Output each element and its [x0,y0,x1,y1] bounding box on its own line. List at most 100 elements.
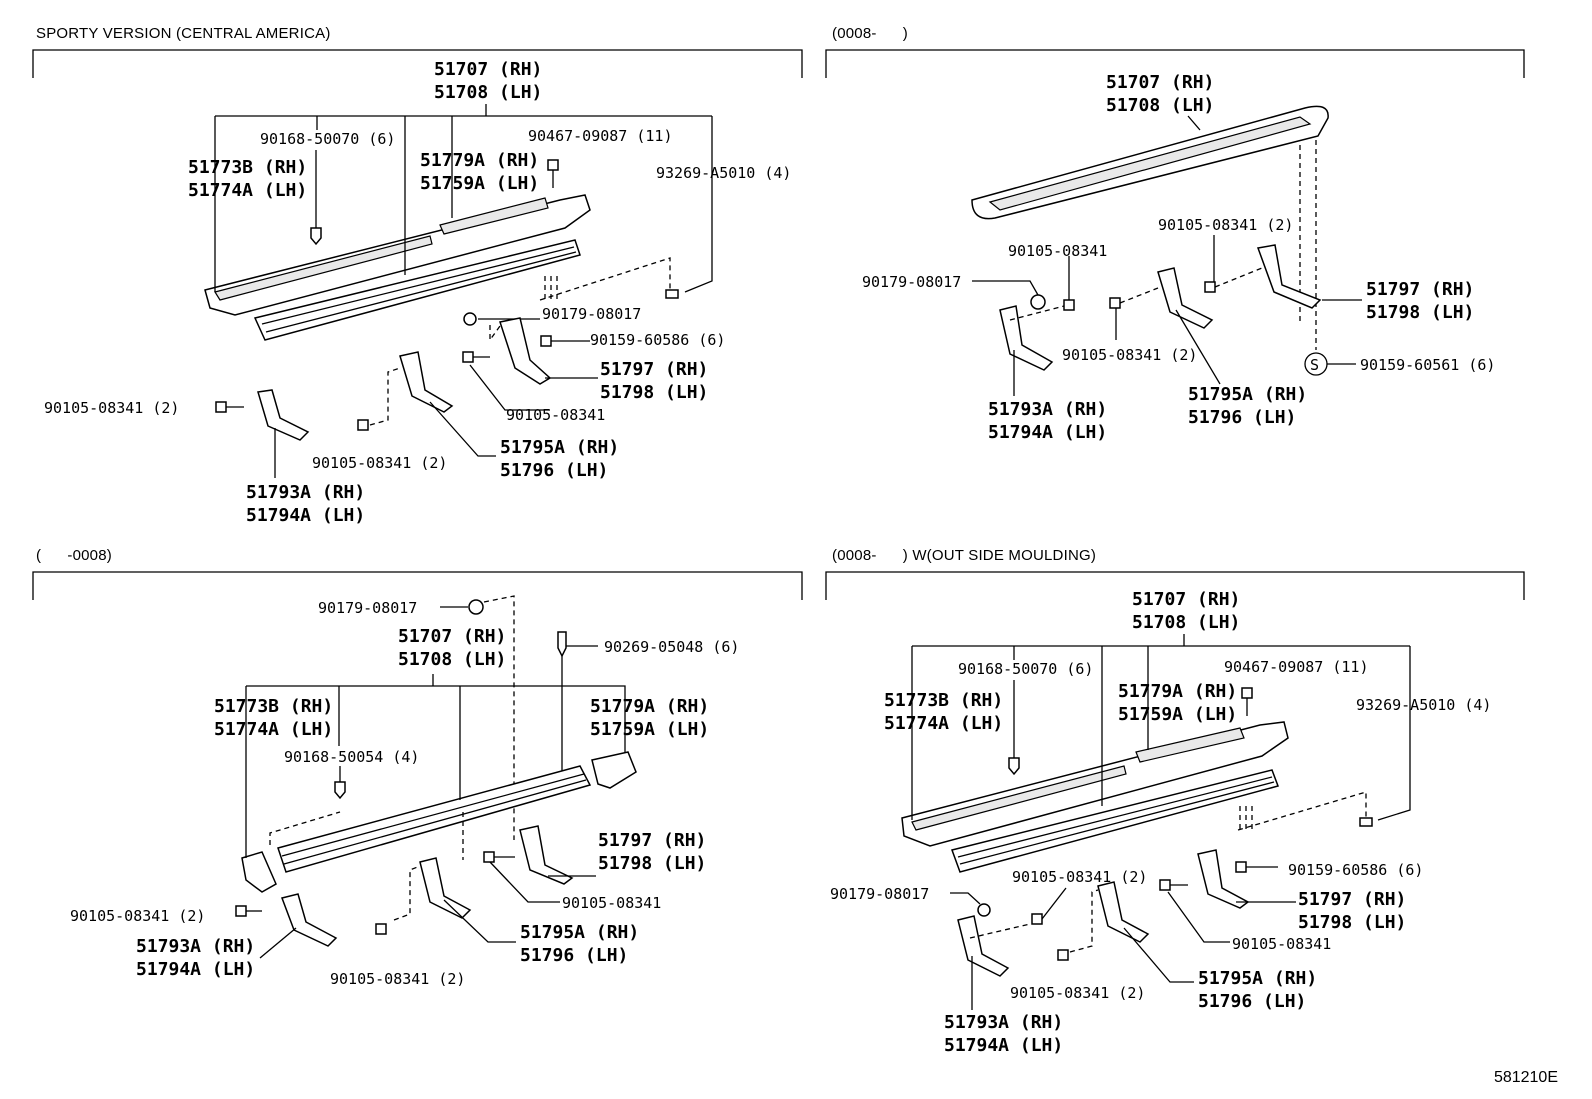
bolt-icon-3 [1063,299,1075,311]
step-trim [951,769,1279,873]
label-90105-08341-2a: 90105-08341 (2) [1012,868,1147,886]
label-main-lh: 51708 (LH) [434,82,542,103]
label-90168-50070: 90168-50070 (6) [958,660,1093,678]
bolt-icon [1204,281,1216,293]
label-90105-08341-2a: 90105-08341 (2) [1158,216,1293,234]
label-51795a: 51795A (RH) [520,922,639,943]
bolt-icon-4 [357,419,369,431]
label-90159-60561: 90159-60561 (6) [1360,356,1495,374]
label-51779a: 51779A (RH) [420,150,539,171]
label-90105-08341: 90105-08341 [1232,935,1331,953]
label-51773b: 51773B (RH) [188,157,307,178]
panel-title-0008-from: (0008- ) [832,25,908,42]
bolt-icon [665,289,679,299]
panel-2-drawing [971,105,1362,396]
label-90168-50070: 90168-50070 (6) [260,130,395,148]
screw-icon [547,159,559,171]
label-90105-08341-2b: 90105-08341 (2) [1062,346,1197,364]
label-main-rh: 51707 (RH) [398,626,506,647]
label-51795a: 51795A (RH) [500,437,619,458]
panel-frames [32,49,1525,600]
label-51796: 51796 (LH) [520,945,628,966]
label-51795a: 51795A (RH) [1198,968,1317,989]
screw-icon [557,631,567,658]
label-90269-05048: 90269-05048 (6) [604,638,739,656]
label-51795a: 51795A (RH) [1188,384,1307,405]
nut-icon [1030,294,1046,310]
label-51773b: 51773B (RH) [214,696,333,717]
label-main-rh: 51707 (RH) [434,59,542,80]
label-51798: 51798 (LH) [1298,912,1406,933]
bolt-icon-2 [1109,297,1121,309]
label-51798: 51798 (LH) [600,382,708,403]
figure-code: 581210E [1493,1069,1558,1086]
bracket-51797 [499,317,552,385]
bracket-51797 [1197,849,1250,909]
label-90105-08341: 90105-08341 [506,406,605,424]
label-93269-a5010: 93269-A5010 (4) [656,164,791,182]
label-90159-60586: 90159-60586 (6) [590,331,725,349]
label-90179-08017: 90179-08017 [830,885,929,903]
label-93269-a5010: 93269-A5010 (4) [1356,696,1491,714]
clip-icon [1008,757,1020,776]
label-90105-08341: 90105-08341 [562,894,661,912]
bolt-icon-3 [462,351,474,363]
label-90105-08341-2b: 90105-08341 (2) [1010,984,1145,1002]
bolt-icon-2 [540,335,552,347]
panel-title-0008-to: ( -0008) [36,547,112,564]
label-51759a: 51759A (LH) [1118,704,1237,725]
running-board [204,194,591,316]
panel-1-drawing [204,104,713,478]
label-90159-60586: 90159-60586 (6) [1288,861,1423,879]
running-board [277,765,592,873]
label-51798: 51798 (LH) [598,853,706,874]
label-90179-08017: 90179-08017 [542,305,641,323]
bolt-icon [1359,817,1373,827]
label-51793a: 51793A (RH) [136,936,255,957]
bolt-icon-5 [215,401,227,413]
label-51793a: 51793A (RH) [944,1012,1063,1033]
end-cap-left [241,851,277,893]
nut-icon [977,903,991,917]
label-90467-09087: 90467-09087 (11) [1224,658,1369,676]
bracket-51795 [1097,881,1150,943]
label-51798: 51798 (LH) [1366,302,1474,323]
label-90105-08341: 90105-08341 [1008,242,1107,260]
clip-icon [310,227,322,246]
label-51794a: 51794A (LH) [988,422,1107,443]
bracket-51797 [1256,244,1322,309]
label-main-rh: 51707 (RH) [1106,72,1214,93]
running-board [901,721,1289,847]
label-51774a: 51774A (LH) [884,713,1003,734]
label-51797: 51797 (RH) [598,830,706,851]
bolt-icon [483,851,495,863]
label-main-rh: 51707 (RH) [1132,589,1240,610]
label-51773b: 51773B (RH) [884,690,1003,711]
label-51794a: 51794A (LH) [944,1035,1063,1056]
label-51793a: 51793A (RH) [246,482,365,503]
screw-icon [1241,687,1253,699]
label-main-lh: 51708 (LH) [1132,612,1240,633]
label-main-lh: 51708 (LH) [1106,95,1214,116]
label-51774a: 51774A (LH) [188,180,307,201]
bracket-51793 [281,893,338,947]
bracket-51795 [1157,267,1214,329]
bolt-icon-2 [1235,861,1247,873]
label-90105-08341-2a: 90105-08341 (2) [44,399,179,417]
clip-icon [334,781,346,800]
bolt-icon-3 [235,905,247,917]
bracket-51797 [519,825,574,885]
label-90105-08341-2b: 90105-08341 (2) [330,970,465,988]
panel-title-without-side-moulding: (0008- ) W(OUT SIDE MOULDING) [832,547,1097,564]
label-51796: 51796 (LH) [1188,407,1296,428]
end-cap-right [591,751,637,789]
label-51759a: 51759A (LH) [590,719,709,740]
bracket-51793 [957,915,1010,977]
label-90179-08017: 90179-08017 [862,273,961,291]
bracket-51795 [399,351,454,413]
nut-icon [463,312,477,326]
panel-3-drawing [235,595,637,959]
label-51797: 51797 (RH) [1298,889,1406,910]
label-90168-50054: 90168-50054 (4) [284,748,419,766]
bolt-icon-4 [1057,949,1069,961]
